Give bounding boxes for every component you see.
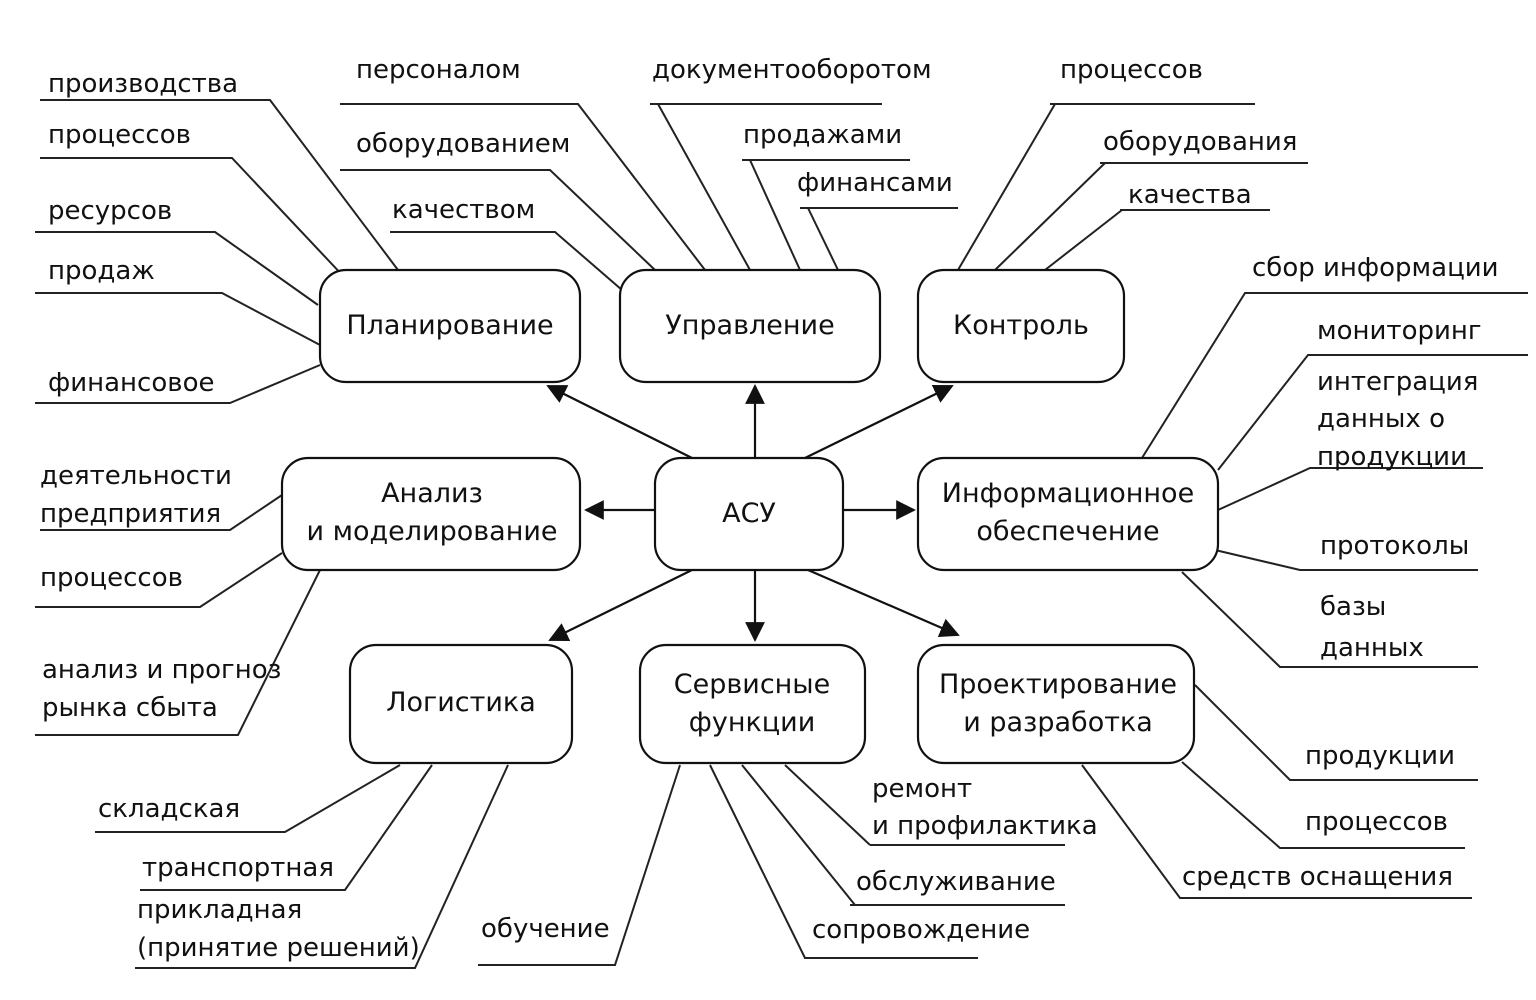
node-center: АСУ — [653, 456, 845, 572]
node-management: Управление — [618, 268, 882, 384]
node-design-label-1: Проектирование — [939, 669, 1177, 700]
node-logistics-label: Логистика — [386, 687, 536, 718]
leaf-label: протоколы — [1320, 531, 1469, 561]
arrow-to-logistics — [548, 569, 693, 642]
leaf-label: обслуживание — [856, 867, 1056, 897]
leaves-planning: производства процессов ресурсов продаж ф… — [48, 69, 238, 398]
node-service: Сервисные функции — [638, 643, 867, 765]
leaf-label: базы — [1320, 592, 1386, 622]
node-control: Контроль — [916, 268, 1126, 384]
leaf-label: обучение — [481, 914, 610, 944]
node-analysis-label-1: Анализ — [381, 478, 483, 509]
node-info-label-1: Информационное — [942, 478, 1194, 509]
node-design: Проектирование и разработка — [916, 643, 1196, 765]
leaf-label: рынка сбыта — [42, 693, 218, 723]
leaf-label: интеграция — [1317, 367, 1478, 397]
arrow-to-design — [807, 568, 960, 637]
node-logistics: Логистика — [348, 643, 574, 765]
leaf-label: сбор информации — [1252, 253, 1499, 283]
arrow-to-control — [804, 384, 954, 459]
leaf-label: продукции — [1317, 442, 1467, 472]
node-planning: Планирование — [318, 268, 582, 384]
node-service-label-2: функции — [689, 707, 816, 738]
leaf-label: процессов — [48, 120, 191, 150]
leaf-label: качества — [1128, 180, 1252, 210]
leaf-label: средств оснащения — [1182, 862, 1453, 892]
leaves-info: сбор информации мониторинг интеграция да… — [1252, 253, 1499, 663]
leaves-logistics: складская транспортная прикладная (приня… — [98, 794, 420, 963]
leaf-label: мониторинг — [1317, 316, 1482, 346]
node-management-label: Управление — [665, 310, 834, 341]
leaf-label: данных — [1320, 633, 1424, 663]
center-arrows — [546, 384, 960, 642]
leaves-design: продукции процессов средств оснащения — [1182, 741, 1455, 892]
leaf-label: транспортная — [142, 853, 334, 883]
leaf-label: качеством — [392, 195, 535, 225]
node-info: Информационное обеспечение — [916, 456, 1220, 572]
leaf-label: продажами — [743, 120, 902, 150]
node-design-label-2: и разработка — [963, 707, 1153, 738]
leaf-label: персоналом — [356, 55, 521, 85]
leaf-label: (принятие решений) — [137, 933, 420, 963]
leaves-service: ремонт и профилактика обслуживание сопро… — [481, 774, 1098, 945]
node-planning-label: Планирование — [346, 310, 553, 341]
leaf-label: процессов — [1305, 807, 1448, 837]
leaf-label: сопровождение — [812, 915, 1030, 945]
leaf-label: прикладная — [137, 895, 302, 925]
node-analysis: Анализ и моделирование — [280, 456, 582, 572]
leaf-label: продукции — [1305, 741, 1455, 771]
leaf-label: оборудованием — [356, 129, 570, 159]
leaf-label: процессов — [1060, 55, 1203, 85]
leaves-management: персоналом оборудованием качеством докум… — [356, 55, 953, 225]
leaf-label: предприятия — [40, 499, 221, 529]
leaf-label: продаж — [48, 256, 155, 286]
node-control-label: Контроль — [953, 310, 1089, 341]
leaf-connectors — [35, 99, 1528, 969]
leaf-label: и профилактика — [872, 811, 1098, 841]
leaf-label: ремонт — [872, 774, 972, 804]
leaf-label: анализ и прогноз — [42, 655, 281, 685]
leaf-label: деятельности — [40, 461, 232, 491]
leaf-label: ресурсов — [48, 196, 172, 226]
leaf-label: складская — [98, 794, 240, 824]
leaves-control: процессов оборудования качества — [1060, 55, 1297, 210]
leaf-label: финансовое — [48, 368, 215, 398]
node-service-label-1: Сервисные — [674, 669, 831, 700]
leaf-label: процессов — [40, 563, 183, 593]
leaf-label: данных о — [1317, 404, 1445, 434]
leaf-label: оборудования — [1103, 127, 1297, 157]
node-info-label-2: обеспечение — [976, 516, 1159, 547]
leaf-label: финансами — [797, 168, 953, 198]
node-analysis-label-2: и моделирование — [306, 516, 557, 547]
leaf-label: документооборотом — [652, 55, 932, 85]
center-label: АСУ — [722, 498, 776, 529]
arrow-to-planning — [546, 385, 693, 459]
leaf-label: производства — [48, 69, 238, 99]
leaves-analysis: деятельности предприятия процессов анали… — [40, 461, 281, 723]
